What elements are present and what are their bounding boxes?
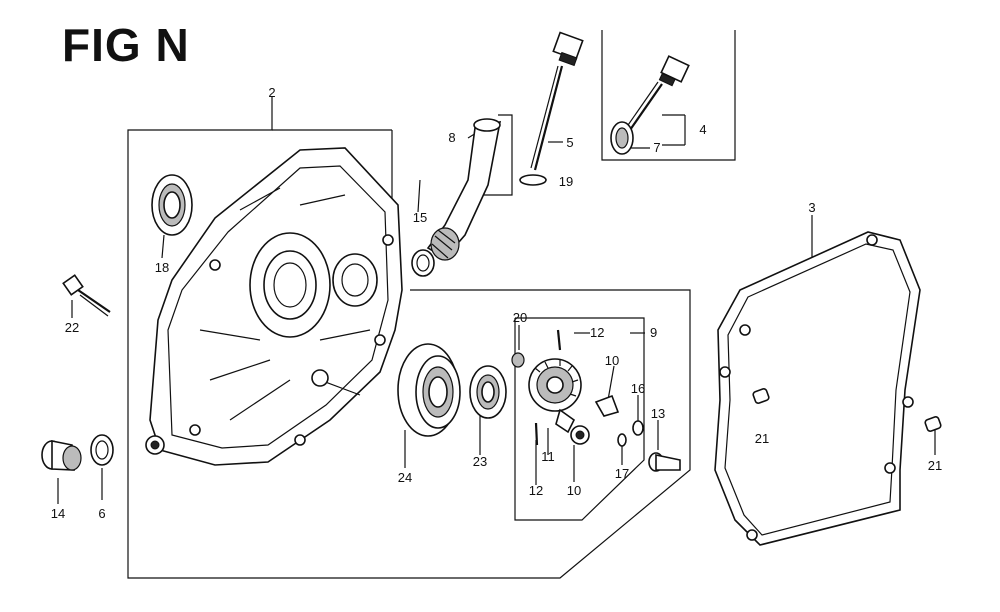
oil-pump-gear-part	[528, 358, 582, 434]
crankcase-cover-part	[145, 147, 403, 466]
callout-label: 2	[268, 85, 275, 100]
pump-washer-part	[617, 420, 644, 447]
callout-label: 21	[755, 431, 769, 446]
callout-label: 11	[541, 449, 555, 464]
callout-labels: 2 8 5 19 4 7 3 15 18 22 20 12 9 10 16 13…	[51, 85, 942, 521]
dipstick-part	[530, 31, 584, 171]
dipstick-assembly-part	[625, 55, 690, 131]
callout-label: 5	[566, 135, 573, 150]
flange-bolt-part	[62, 274, 111, 317]
callout-label: 12	[590, 325, 604, 340]
pump-bolt-part	[648, 452, 681, 472]
callout-label: 10	[605, 353, 619, 368]
callout-label: 15	[413, 210, 427, 225]
callout-label: 18	[155, 260, 169, 275]
dipstick-seal-part	[610, 121, 634, 155]
callout-label: 8	[448, 130, 455, 145]
callout-label: 23	[473, 454, 487, 469]
dowel-pin-part	[752, 388, 942, 432]
callout-label: 14	[51, 506, 65, 521]
callout-label: 21	[928, 458, 942, 473]
callout-label: 17	[615, 466, 629, 481]
small-washer-part	[511, 352, 525, 368]
figure-title: FIG N	[62, 19, 190, 71]
radial-bearing-part	[397, 343, 461, 437]
callout-label: 10	[567, 483, 581, 498]
callout-label: 4	[699, 122, 706, 137]
case-gasket-part	[714, 231, 921, 546]
callout-label: 13	[651, 406, 665, 421]
o-ring-part	[411, 249, 435, 277]
crank-oil-seal-part	[469, 365, 507, 419]
callout-label: 12	[529, 483, 543, 498]
callout-label: 9	[650, 325, 657, 340]
callout-label: 19	[559, 174, 573, 189]
filler-pipe-part	[426, 118, 502, 261]
callout-label: 7	[653, 140, 660, 155]
callout-label: 20	[513, 310, 527, 325]
callout-label: 16	[631, 381, 645, 396]
callout-label: 3	[808, 200, 815, 215]
pump-pin-part	[534, 329, 562, 446]
dipstick-o-ring-part	[519, 174, 547, 186]
callout-label: 24	[398, 470, 412, 485]
callout-label: 6	[98, 506, 105, 521]
oil-seal-part	[151, 174, 193, 236]
group-bracket-lines	[57, 30, 936, 579]
pump-rotor-part	[570, 394, 620, 445]
callout-label: 22	[65, 320, 79, 335]
drain-plug-part	[41, 440, 82, 471]
washer-part	[90, 434, 114, 466]
